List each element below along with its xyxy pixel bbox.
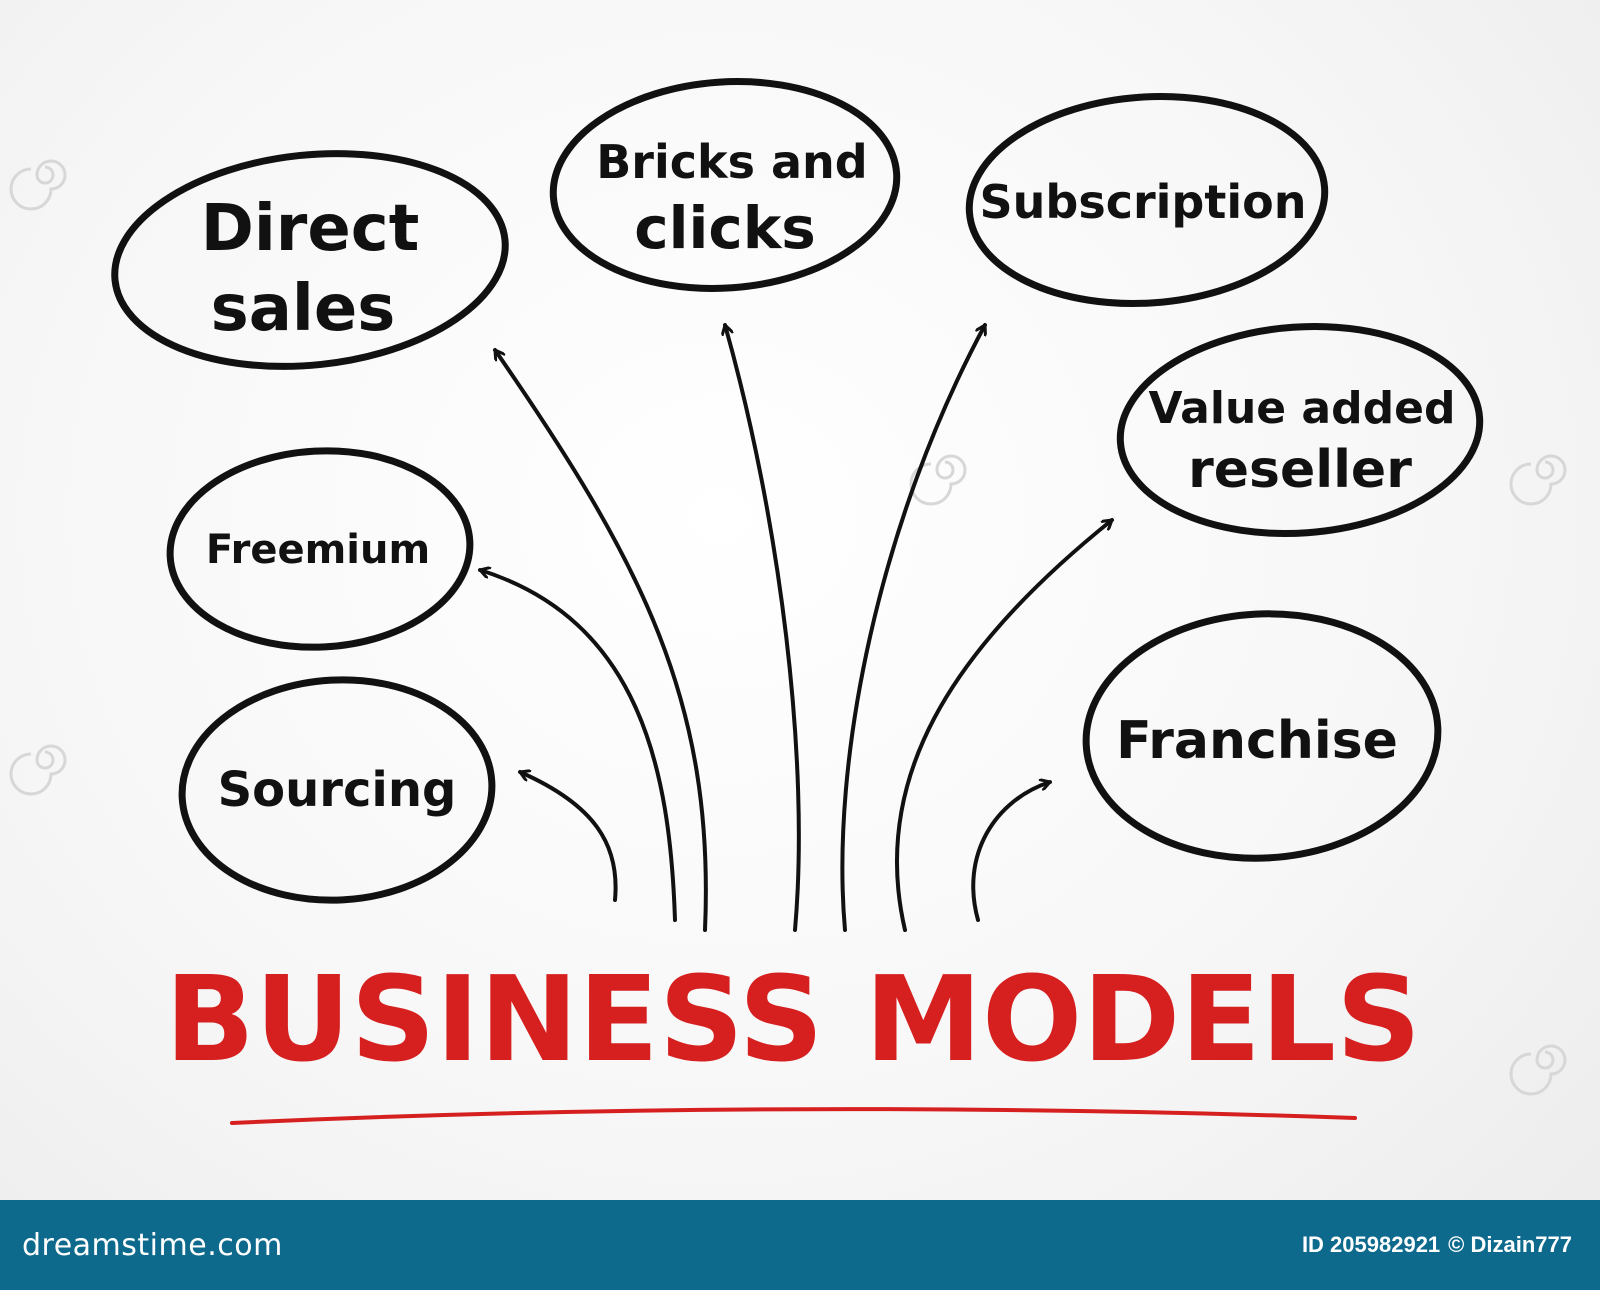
node-direct-sales-line-1: Direct: [201, 192, 420, 266]
arrow-to-franchise: [971, 782, 1052, 922]
footer-author[interactable]: © Dizain777: [1448, 1232, 1572, 1257]
node-freemium: Freemium: [166, 447, 474, 651]
node-franchise: Franchise: [1082, 610, 1442, 862]
node-bricks-and-clicks-line-2: clicks: [634, 194, 816, 262]
arrow-to-sourcing: [518, 772, 618, 902]
node-freemium-line-1: Freemium: [206, 527, 430, 573]
node-value-added-reseller: Value added reseller: [1116, 322, 1484, 538]
watermark-pattern: [9, 159, 1567, 1096]
arrow-to-freemium: [478, 570, 677, 922]
node-direct-sales-line-2: sales: [211, 272, 396, 346]
node-franchise-line-1: Franchise: [1116, 711, 1398, 771]
arrow-to-bricks-and-clicks: [725, 323, 801, 932]
node-value-added-reseller-line-2: reseller: [1188, 440, 1412, 500]
node-subscription-line-1: Subscription: [980, 175, 1307, 229]
mind-map-diagram: Direct sales Bricks and clicks Subscript…: [9, 78, 1567, 1125]
node-direct-sales: Direct sales: [111, 150, 509, 370]
node-sourcing: Sourcing: [178, 676, 496, 904]
stock-footer-bar: dreamstime.com ID 205982921 © Dizain777: [0, 1200, 1600, 1290]
node-subscription: Subscription: [965, 93, 1329, 307]
footer-meta: ID 205982921 © Dizain777: [1302, 1232, 1572, 1258]
arrow-to-direct-sales: [493, 348, 708, 932]
title-underline: [230, 1107, 1357, 1125]
footer-logo[interactable]: dreamstime.com: [22, 1227, 283, 1263]
arrow-to-value-added-reseller: [895, 518, 1114, 932]
node-bricks-and-clicks-line-1: Bricks and: [596, 135, 868, 189]
node-value-added-reseller-line-1: Value added: [1149, 383, 1456, 434]
node-sourcing-line-1: Sourcing: [218, 762, 457, 818]
arrow-to-subscription: [840, 323, 985, 932]
connector-arrows: [478, 323, 1114, 932]
footer-image-id: ID 205982921: [1301, 1232, 1441, 1257]
node-bricks-and-clicks: Bricks and clicks: [549, 78, 901, 292]
diagram-title: BUSINESS MODELS: [165, 950, 1421, 1088]
